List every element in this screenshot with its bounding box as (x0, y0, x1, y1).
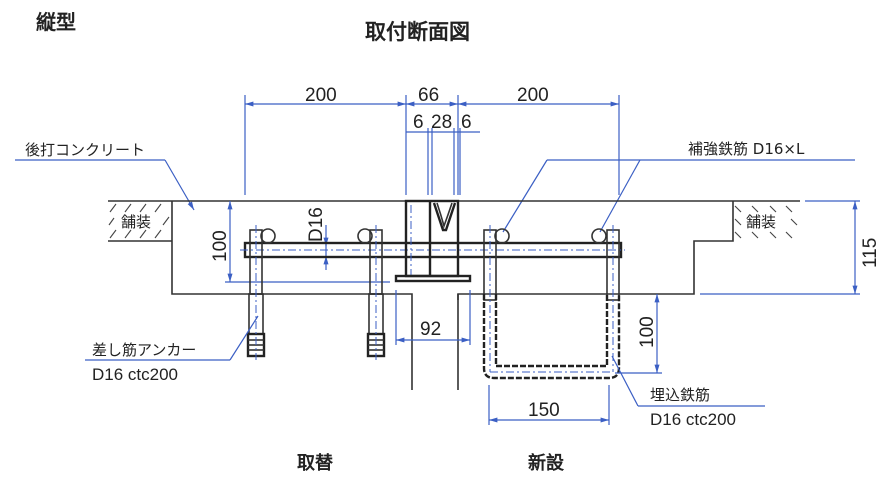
dim-embed-150: 150 (528, 400, 560, 421)
right-depth-dim (700, 200, 860, 295)
anchor-bar-1 (246, 225, 266, 360)
anchor-label-line1: 差し筋アンカー (92, 341, 196, 359)
embed-width-dim (488, 385, 610, 425)
left-depth-dim (225, 201, 390, 283)
dim-sub-28: 28 (431, 112, 452, 133)
anchor-bar-2 (366, 225, 386, 360)
dim-right-115: 115 (860, 238, 881, 268)
dim-right-200: 200 (517, 85, 549, 106)
pavement-right-label: 舗装 (746, 213, 776, 231)
rebar-circles (260, 228, 607, 244)
gap-dim (395, 290, 471, 345)
post-concrete-label: 後打コンクリート (25, 141, 145, 159)
expansion-joint (394, 199, 472, 283)
dim-left-200: 200 (305, 85, 337, 106)
replace-label: 取替 (297, 453, 333, 474)
embed-depth-dim (615, 294, 662, 374)
post-concrete-leader (15, 159, 195, 211)
dim-embed-100: 100 (637, 316, 658, 348)
anchor-label-line2: D16 ctc200 (92, 365, 178, 384)
type-label: 縦型 (36, 10, 76, 34)
drawing-title: 取付断面図 (365, 20, 470, 44)
dim-d16: D16 (306, 207, 327, 242)
dim-gap-92: 92 (420, 319, 441, 340)
pavement-left-label: 舗装 (121, 213, 151, 231)
top-dimension-chain (244, 95, 620, 195)
embedded-rebar (482, 225, 621, 380)
dim-left-100: 100 (210, 230, 231, 262)
embedded-leader (611, 355, 765, 407)
embedded-label-line2: D16 ctc200 (650, 410, 736, 429)
pavement-right (734, 205, 798, 239)
reinforcing-bar-label: 補強鉄筋 D16×L (688, 140, 805, 158)
anchor-leader (85, 315, 259, 361)
embedded-label-line1: 埋込鉄筋 (650, 386, 710, 404)
dim-center-66: 66 (418, 85, 439, 106)
horizontal-rebar (240, 241, 625, 259)
reinforcing-bar-leader (502, 159, 855, 233)
pavement-left (108, 200, 172, 242)
new-install-label: 新設 (528, 453, 564, 474)
dim-sub-6-left: 6 (413, 112, 424, 133)
dim-sub-6-right: 6 (461, 112, 472, 133)
